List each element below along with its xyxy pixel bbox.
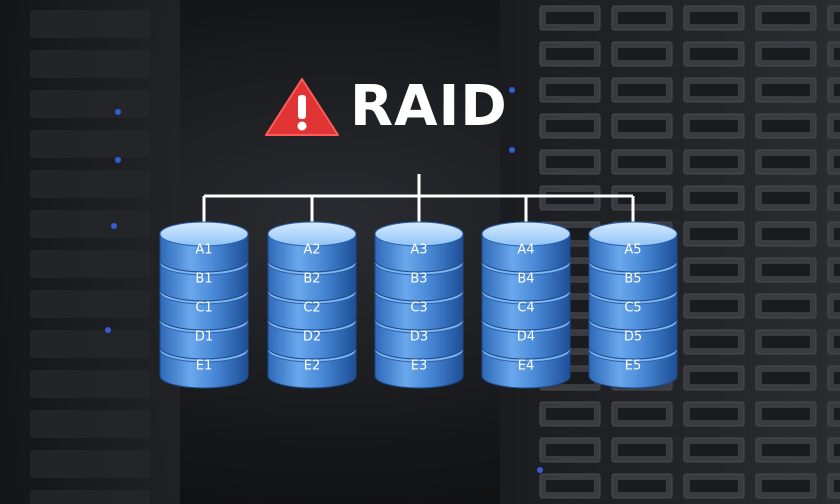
disk-block-label: B4	[517, 272, 534, 287]
disk-block-label: E3	[411, 359, 428, 374]
disk-block-label: E1	[196, 359, 213, 374]
disk-block-label: B3	[410, 272, 427, 287]
disk-block-label: C2	[303, 301, 320, 316]
disk-block-label: E2	[304, 359, 321, 374]
disk-block-label: D2	[303, 330, 321, 345]
disk-block-label: D1	[195, 330, 213, 345]
disk-block-label: A4	[517, 243, 534, 258]
disk-block: A1	[159, 221, 249, 273]
disk-block: A2	[267, 221, 357, 273]
disk-block: A4	[481, 221, 571, 273]
disk-block-label: A5	[624, 243, 641, 258]
disk-block-label: D5	[624, 330, 642, 345]
title-row: RAID	[262, 74, 508, 140]
disk-block-label: C1	[195, 301, 212, 316]
disk-block-label: D3	[410, 330, 428, 345]
warning-triangle-icon	[265, 78, 339, 136]
disk-block-label: C4	[517, 301, 534, 316]
disk-stack-5: E5 D5 C5 B5 A5	[588, 221, 678, 389]
disk-stack-4: E4 D4 C4 B4 A4	[481, 221, 571, 389]
disk-block-label: E5	[625, 359, 642, 374]
disk-block: A3	[374, 221, 464, 273]
disk-block-label: A3	[410, 243, 427, 258]
disk-block-label: B2	[303, 272, 320, 287]
disk-block-label: B5	[624, 272, 641, 287]
disk-block: A5	[588, 221, 678, 273]
disk-block-label: D4	[517, 330, 535, 345]
disk-block-label: E4	[518, 359, 535, 374]
disk-stack-2: E2 D2 C2 B2 A2	[267, 221, 357, 389]
disk-block-label: B1	[195, 272, 212, 287]
disk-block-label: C5	[624, 301, 641, 316]
disk-block-label: A2	[303, 243, 320, 258]
disk-block-label: A1	[195, 243, 212, 258]
disk-stack-3: E3 D3 C3 B3 A3	[374, 221, 464, 389]
disk-block-label: C3	[410, 301, 427, 316]
title: RAID	[350, 74, 508, 139]
disk-stack-1: E1 D1 C1 B1 A1	[159, 221, 249, 389]
